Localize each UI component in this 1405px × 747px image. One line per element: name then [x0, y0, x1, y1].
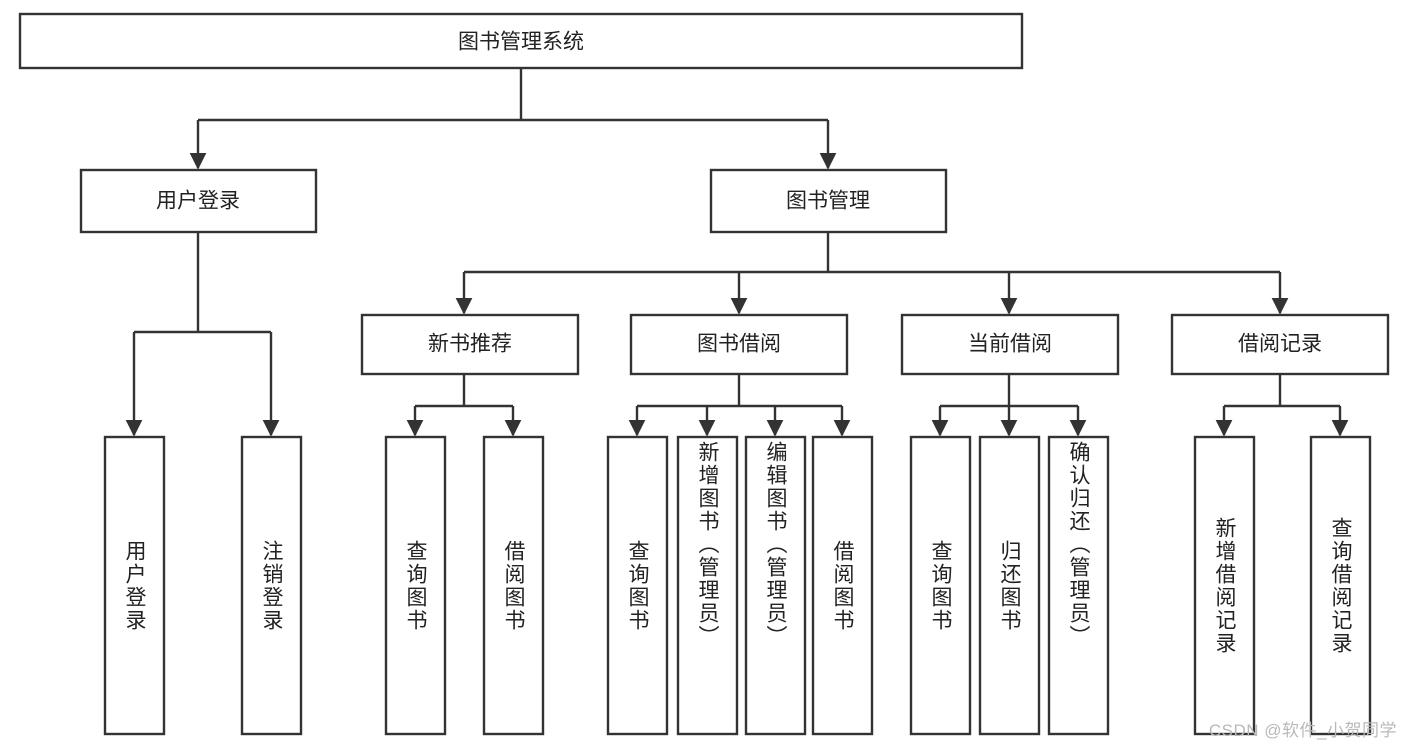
node-user-login-label: 用户登录 — [156, 190, 240, 213]
leaf-box-cur-return-book[interactable] — [978, 435, 1041, 736]
leaf-box-user-login[interactable] — [103, 435, 166, 736]
leaf-box-cur-query-book[interactable] — [909, 435, 972, 736]
connector-current-to-leaves — [931, 374, 1087, 437]
csdn-watermark: CSDN @软件_小贺同学 — [1208, 721, 1397, 740]
node-borrow-record-label: 借阅记录 — [1238, 333, 1322, 356]
leaf-box-bw-query-book[interactable] — [606, 435, 669, 736]
leaf-box-cur-confirm-return[interactable] — [1047, 435, 1110, 736]
connector-userlogin-to-leaves — [125, 232, 280, 437]
leaf-box-bw-borrow-book[interactable] — [811, 435, 874, 736]
connector-record-to-leaves — [1215, 374, 1349, 437]
leaf-box-rec-query-record[interactable] — [1309, 435, 1372, 736]
node-book-borrow-label: 图书借阅 — [697, 333, 781, 356]
connector-root-to-level1 — [189, 68, 837, 170]
node-root-label: 图书管理系统 — [458, 31, 584, 54]
node-user-login[interactable] — [79, 168, 318, 234]
node-borrow-record[interactable] — [1170, 313, 1390, 376]
connector-borrow-to-leaves — [628, 374, 851, 437]
connector-bookmgmt-to-level2 — [455, 232, 1289, 315]
leaf-box-nb-query-book[interactable] — [384, 435, 447, 736]
leaf-box-nb-borrow-book[interactable] — [482, 435, 545, 736]
node-current-borrow-label: 当前借阅 — [968, 333, 1052, 356]
node-root[interactable] — [18, 12, 1024, 70]
node-book-management[interactable] — [709, 168, 948, 234]
connector-newbook-to-leaves — [406, 374, 522, 437]
node-new-book-recommend[interactable] — [360, 313, 580, 376]
node-new-book-recommend-label: 新书推荐 — [428, 333, 512, 356]
node-book-management-label: 图书管理 — [786, 190, 870, 213]
leaf-box-rec-add-record[interactable] — [1193, 435, 1256, 736]
node-current-borrow[interactable] — [900, 313, 1120, 376]
leaf-box-bw-edit-book[interactable] — [744, 435, 807, 736]
node-book-borrow[interactable] — [629, 313, 849, 376]
leaf-box-logout[interactable] — [240, 435, 303, 736]
leaf-box-bw-add-book[interactable] — [676, 435, 739, 736]
